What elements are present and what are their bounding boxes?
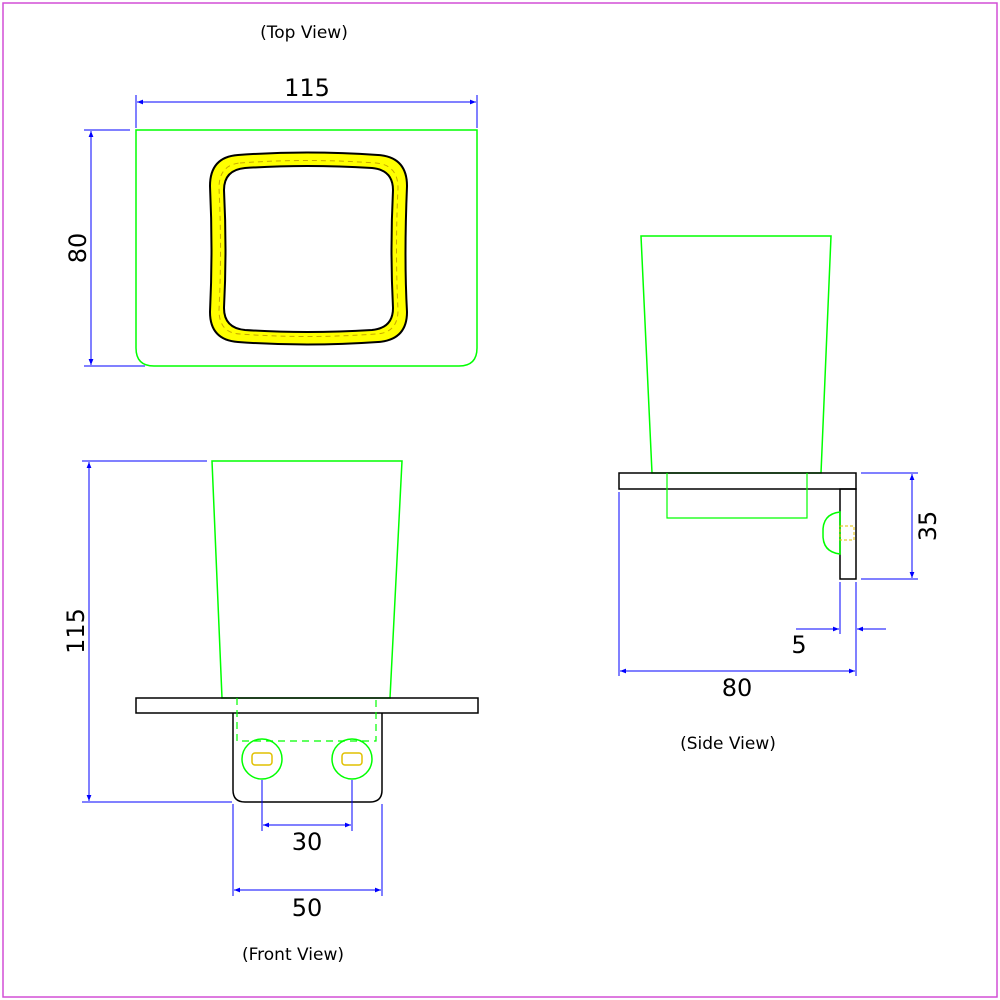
side-height-label: 35 (914, 511, 942, 542)
side-depth-label: 80 (722, 674, 753, 702)
side-thickness-label: 5 (791, 631, 806, 659)
side-view-cup-recess (666, 473, 808, 519)
top-view-plate (135, 129, 478, 367)
front-view-shelf (135, 697, 479, 714)
front-view-wall-mount (232, 713, 383, 803)
side-view-screw-shank (839, 525, 855, 541)
side-view-screw-head (822, 511, 841, 555)
front-view-screw-slot-left (251, 752, 273, 766)
front-view-screw-hole-right (331, 738, 373, 780)
front-base-label: 50 (292, 894, 323, 922)
front-height-label: 115 (62, 608, 90, 654)
front-view-screw-hole-left (241, 738, 283, 780)
front-view-title: (Front View) (242, 945, 344, 965)
front-view: 115 30 50 (Front View) (62, 460, 479, 965)
side-view: 35 5 80 (Side View) (618, 235, 942, 754)
side-view-title: (Side View) (680, 734, 776, 754)
front-spacing-label: 30 (292, 828, 323, 856)
front-view-cup (211, 460, 403, 699)
top-view-cup-opening (222, 165, 395, 333)
top-width-label: 115 (284, 74, 330, 102)
side-view-cup (640, 235, 832, 474)
top-view: (Top View) 115 80 (64, 23, 478, 367)
top-view-title: (Top View) (260, 23, 348, 43)
side-view-shelf (618, 472, 857, 490)
front-view-screw-slot-right (341, 752, 363, 766)
front-view-cup-base-hidden (236, 698, 377, 742)
top-depth-label: 80 (64, 233, 92, 264)
